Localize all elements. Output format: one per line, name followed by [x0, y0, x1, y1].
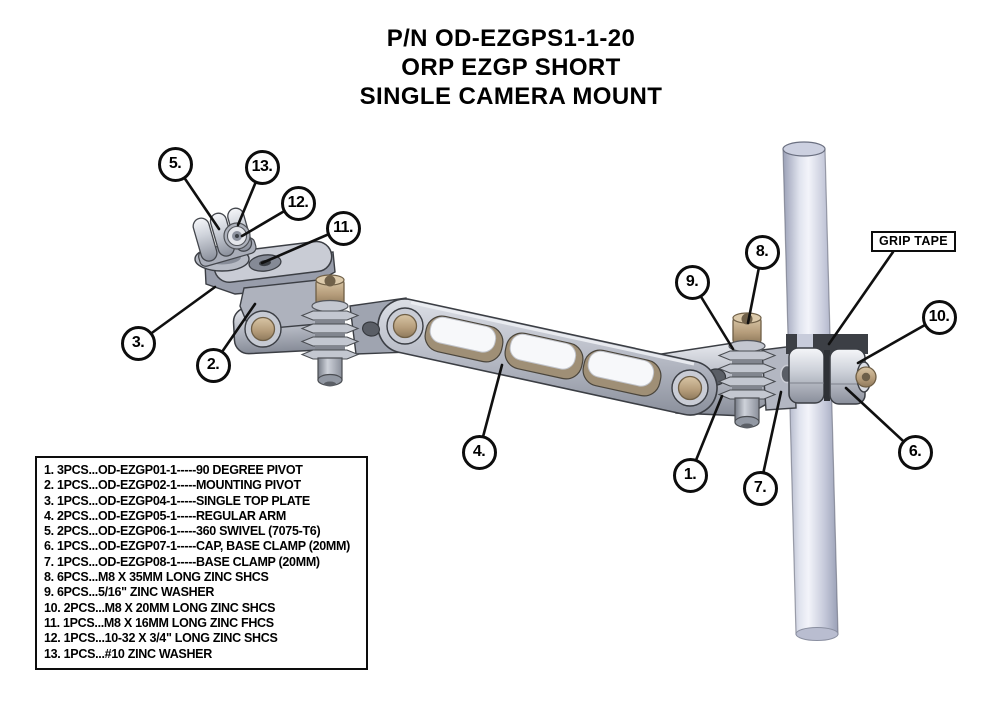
swivel-stack-left [300, 274, 360, 387]
parts-list: 1. 3PCS...OD-EZGP01-1-----90 DEGREE PIVO… [35, 456, 368, 670]
parts-list-item: 1. 3PCS...OD-EZGP01-1-----90 DEGREE PIVO… [44, 463, 303, 477]
parts-list-item: 4. 2PCS...OD-EZGP05-1-----REGULAR ARM [44, 508, 286, 523]
parts-list-item: 12. 1PCS...10-32 X 3/4" LONG ZINC SHCS [44, 631, 278, 646]
arm-pivot-pin [677, 375, 703, 401]
callout-balloon-7: 7. [742, 470, 778, 506]
arm-pivot-pin [392, 313, 418, 339]
parts-list-rows: 1. 3PCS...OD-EZGP01-1-----90 DEGREE PIVO… [44, 463, 359, 662]
callout-balloon-10: 10. [921, 299, 957, 335]
arm-slot [504, 332, 584, 380]
swivel-stack-right [717, 312, 777, 429]
parts-list-item: 11. 1PCS...M8 X 16MM LONG ZINC FHCS [44, 615, 274, 630]
callout-balloon-13: 13. [244, 149, 280, 185]
title-product-type: SINGLE CAMERA MOUNT [359, 83, 663, 110]
callout-balloon-2: 2. [195, 347, 231, 383]
shcs-bolt-socket [324, 275, 336, 287]
zinc-washer [728, 339, 766, 353]
callout-balloon-1: 1. [672, 457, 708, 493]
grip-tape-label: GRIP TAPE [871, 231, 956, 252]
parts-list-item: 5. 2PCS...OD-EZGP06-1-----360 SWIVEL (70… [44, 524, 321, 539]
callout-balloon-12: 12. [280, 185, 316, 221]
arm-slot [424, 315, 504, 363]
callout-balloon-5: 5. [157, 146, 193, 182]
base-clamp-left-lobe [788, 347, 825, 404]
leader-line-grip-tape [827, 250, 895, 346]
title-part-number: P/N OD-EZGPS1-1-20 [386, 25, 636, 52]
arm-slot [582, 349, 662, 397]
parts-list-item: 6. 1PCS...OD-EZGP07-1-----CAP, BASE CLAM… [44, 539, 351, 554]
parts-list-item: 10. 2PCS...M8 X 20MM LONG ZINC SHCS [44, 600, 276, 615]
parts-list-item: 7. 1PCS...OD-EZGP08-1-----BASE CLAMP (20… [44, 554, 320, 569]
callout-balloon-9: 9. [674, 264, 710, 300]
drawing-title: P/N OD-EZGPS1-1-20 ORP EZGP SHORT SINGLE… [111, 24, 911, 111]
callout-balloon-4: 4. [461, 434, 497, 470]
parts-list-item: 9. 6PCS...5/16" ZINC WASHER [44, 585, 215, 600]
parts-list-item: 13. 1PCS...#10 ZINC WASHER [44, 646, 212, 661]
clevis-pin [250, 316, 276, 342]
parts-list-item: 3. 1PCS...OD-EZGP04-1-----SINGLE TOP PLA… [44, 493, 310, 508]
callout-balloon-3: 3. [120, 325, 156, 361]
title-product-line: ORP EZGP SHORT [401, 54, 621, 81]
regular-arm [362, 298, 718, 416]
parts-list-item: 8. 6PCS...M8 X 35MM LONG ZINC SHCS [44, 570, 269, 585]
callout-balloon-11: 11. [325, 210, 361, 246]
callout-balloon-6: 6. [897, 434, 933, 470]
parts-list-item: 2. 1PCS...OD-EZGP02-1-----MOUNTING PIVOT [44, 478, 301, 493]
callout-balloon-8: 8. [744, 234, 780, 270]
base-clamp [761, 334, 877, 411]
zinc-washer [311, 299, 349, 313]
